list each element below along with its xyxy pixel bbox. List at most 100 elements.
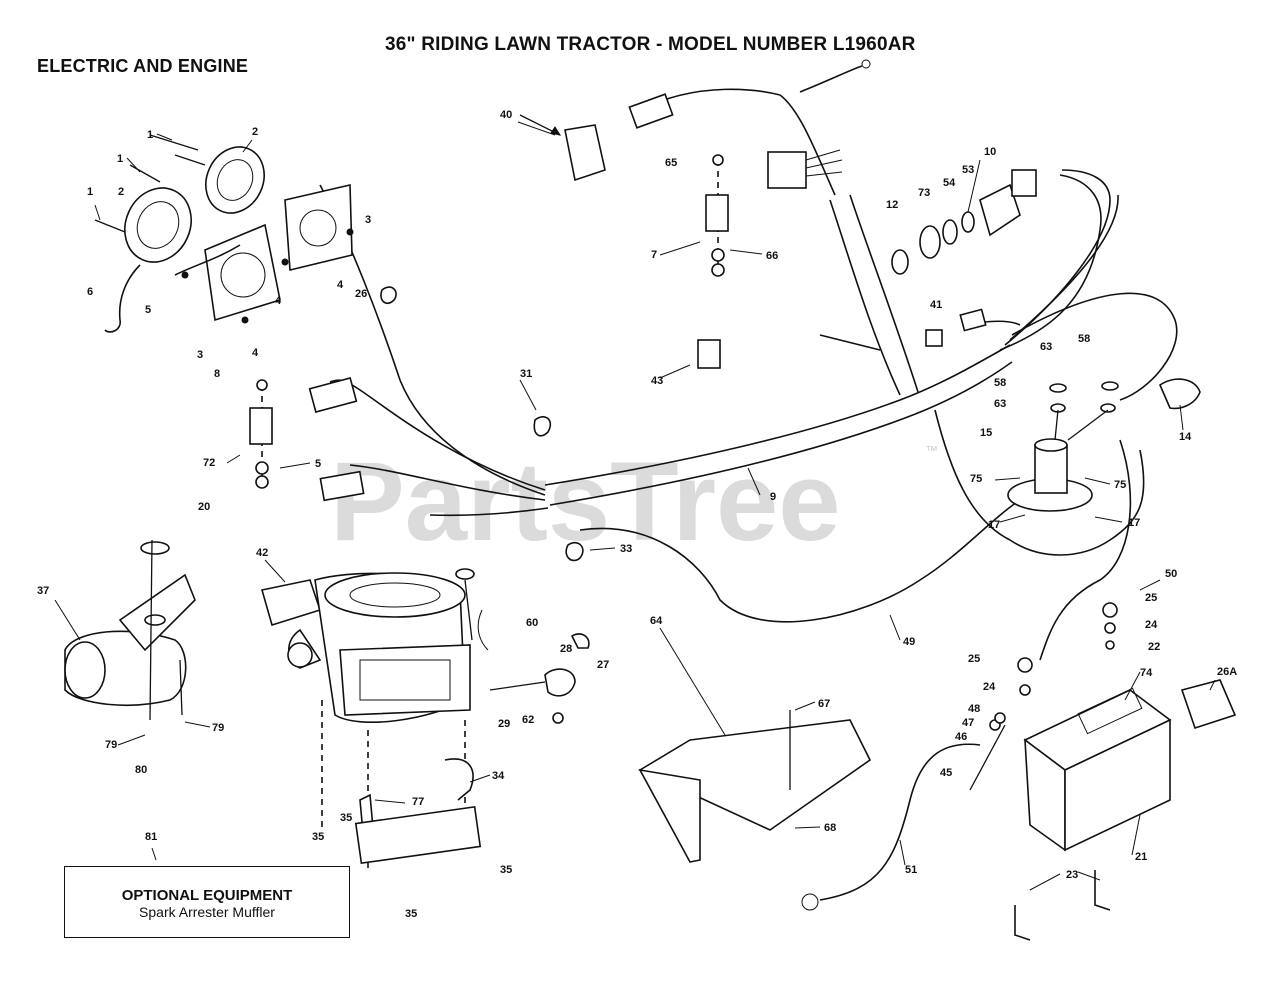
callout-label: 29 <box>498 718 510 730</box>
callout-label: 65 <box>665 157 677 169</box>
battery-rod-right <box>1094 870 1111 911</box>
leader-lines <box>54 121 1216 891</box>
watermark-tm: ™ <box>925 443 938 458</box>
callout-label: 1 <box>147 129 153 141</box>
callout-label: 46 <box>955 731 967 743</box>
callout-label: 51 <box>905 864 917 876</box>
callout-label: 75 <box>970 473 982 485</box>
clip-28 <box>570 633 590 649</box>
callout-label: 24 <box>983 681 996 693</box>
callout-label: 72 <box>203 457 215 469</box>
callout-label: 31 <box>520 368 532 380</box>
switch-leads <box>819 334 881 351</box>
clamp-62 <box>552 712 564 724</box>
callout-label: 33 <box>620 543 632 555</box>
clip-31 <box>533 416 552 437</box>
elbow-27 <box>544 668 576 697</box>
callout-label: 35 <box>312 831 324 843</box>
callout-label: 9 <box>770 491 776 503</box>
clip-26 <box>380 286 397 305</box>
callout-label: 25 <box>968 653 980 665</box>
callout-label: 66 <box>766 250 778 262</box>
switch-41 <box>925 329 943 347</box>
harness-connector-top <box>767 149 843 189</box>
callout-label: 1 <box>117 153 123 165</box>
switch-bracket-left <box>249 379 273 489</box>
callout-label: 37 <box>37 585 49 597</box>
callout-label: 27 <box>597 659 609 671</box>
nut-22 <box>1105 640 1115 650</box>
callout-label: 73 <box>918 187 930 199</box>
callout-label: 23 <box>1066 869 1078 881</box>
callout-label: 26 <box>355 288 367 300</box>
wing-nut-25a <box>1017 657 1033 673</box>
callout-label: 28 <box>560 643 572 655</box>
starter-solenoid-15 <box>1007 381 1119 512</box>
callout-label: 15 <box>980 427 992 439</box>
terminal-boot-14 <box>1158 378 1201 410</box>
callout-label: 79 <box>212 722 224 734</box>
battery-74 <box>1023 687 1172 852</box>
callout-label: 4 <box>252 347 259 359</box>
callout-label: 58 <box>1078 333 1090 345</box>
callout-label: 3 <box>365 214 371 226</box>
callout-label: 42 <box>256 547 268 559</box>
callout-label: 1 <box>87 186 93 198</box>
switch-43 <box>697 339 721 369</box>
callout-label: 35 <box>340 812 352 824</box>
cover-26A <box>1180 679 1237 730</box>
callout-label: 3 <box>197 349 203 361</box>
fuel-line-29 <box>489 681 546 691</box>
callout-label: 49 <box>903 636 915 648</box>
callout-label: 6 <box>87 286 93 298</box>
callout-label: 48 <box>968 703 980 715</box>
callout-label: 4 <box>337 279 344 291</box>
callout-label: 67 <box>818 698 830 710</box>
callout-label: 58 <box>994 377 1006 389</box>
optional-equipment-box: OPTIONAL EQUIPMENT Spark Arrester Muffle… <box>64 866 350 938</box>
callout-label: 24 <box>1145 619 1158 631</box>
callout-label: 5 <box>315 458 321 470</box>
callout-label: 62 <box>522 714 534 726</box>
callout-label: 63 <box>994 398 1006 410</box>
callout-label: 7 <box>651 249 657 261</box>
callout-label: 81 <box>145 831 157 843</box>
watermark: PartsTree <box>330 439 841 564</box>
wiring-harness <box>308 59 1178 911</box>
engine-assembly <box>260 568 475 870</box>
callout-label: 4 <box>275 295 282 307</box>
wing-nut-25b <box>1102 602 1118 618</box>
nut-47 <box>994 712 1006 724</box>
callout-label: 12 <box>886 199 898 211</box>
page-title: 36" RIDING LAWN TRACTOR - MODEL NUMBER L… <box>385 34 916 55</box>
callout-label: 45 <box>940 767 952 779</box>
callout-label: 80 <box>135 764 147 776</box>
callout-label: 41 <box>930 299 942 311</box>
callout-label: 14 <box>1179 431 1192 443</box>
callout-label: 68 <box>824 822 836 834</box>
callout-label: 10 <box>984 146 996 158</box>
wire-60 <box>477 609 489 651</box>
callout-label: 47 <box>962 717 974 729</box>
callout-label: 53 <box>962 164 974 176</box>
callout-label: 35 <box>405 908 417 920</box>
switch-bracket-center <box>705 154 729 277</box>
clip-33 <box>565 541 584 562</box>
callout-label: 8 <box>214 368 220 380</box>
callout-label: 2 <box>252 126 258 138</box>
callout-label: 17 <box>1128 517 1140 529</box>
callout-label: 40 <box>500 109 512 121</box>
optional-equipment-subtitle: Spark Arrester Muffler <box>139 904 275 920</box>
optional-equipment-title: OPTIONAL EQUIPMENT <box>121 887 293 904</box>
callout-label: 21 <box>1135 851 1147 863</box>
callout-label: 43 <box>651 375 663 387</box>
callout-label: 60 <box>526 617 538 629</box>
callout-labels: 1 1 1 2 2 3 3 4 4 4 5 5 6 7 8 9 10 12 14… <box>37 109 1237 920</box>
muffler-37 <box>64 539 196 721</box>
section-title: ELECTRIC AND ENGINE <box>37 56 249 76</box>
callout-label: 2 <box>118 186 124 198</box>
callout-label: 79 <box>105 739 117 751</box>
callout-label: 77 <box>412 796 424 808</box>
callout-label: 22 <box>1148 641 1160 653</box>
